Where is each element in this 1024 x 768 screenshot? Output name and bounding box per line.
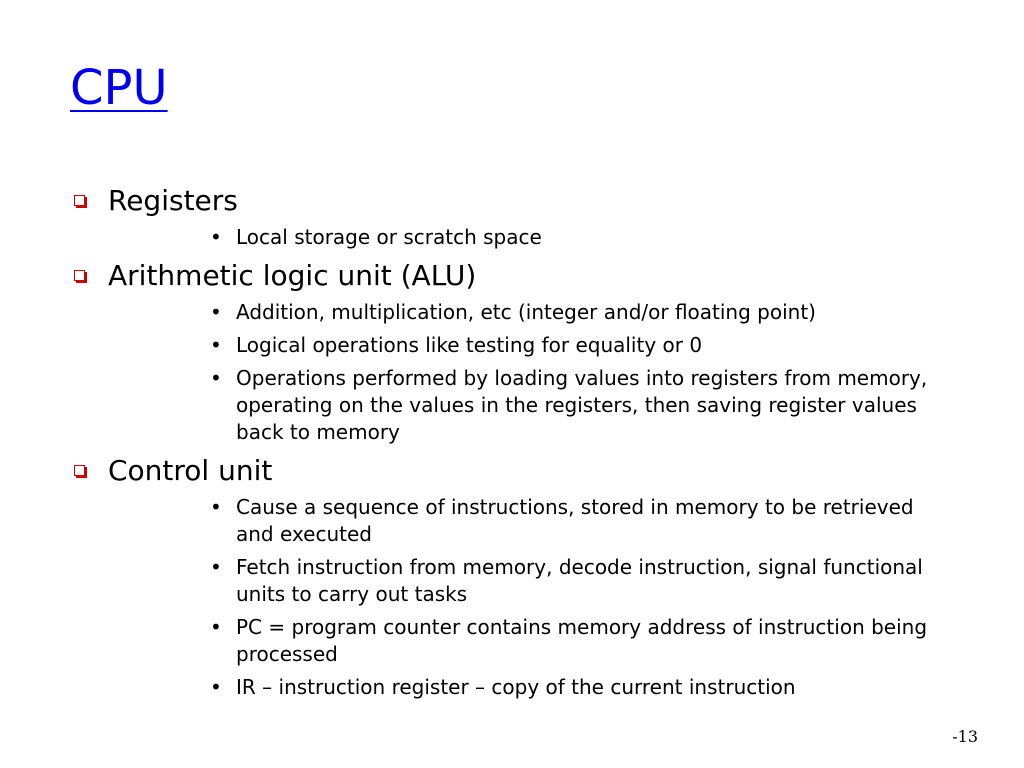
dot-bullet-icon: • bbox=[210, 675, 222, 699]
sub-bullet-text: Fetch instruction from memory, decode in… bbox=[236, 555, 923, 606]
sub-bullet-item: • Fetch instruction from memory, decode i… bbox=[198, 554, 936, 608]
page-number: -13 bbox=[952, 727, 978, 746]
sub-bullet-item: • Addition, multiplication, etc (integer … bbox=[198, 299, 936, 326]
dot-bullet-icon: • bbox=[210, 555, 222, 579]
dot-bullet-icon: • bbox=[210, 615, 222, 639]
dot-bullet-icon: • bbox=[210, 366, 222, 390]
sub-bullet-list: • Addition, multiplication, etc (integer … bbox=[108, 299, 970, 446]
bullet-heading: Arithmetic logic unit (ALU) bbox=[108, 259, 477, 292]
dot-bullet-icon: • bbox=[210, 333, 222, 357]
bullet-item-control-unit: Control unit • Cause a sequence of instru… bbox=[70, 452, 970, 701]
sub-bullet-item: • PC = program counter contains memory ad… bbox=[198, 614, 936, 668]
sub-bullet-item: • Cause a sequence of instructions, store… bbox=[198, 494, 936, 548]
sub-bullet-list: • Cause a sequence of instructions, store… bbox=[108, 494, 970, 701]
sub-bullet-list: • Local storage or scratch space bbox=[108, 224, 970, 251]
sub-bullet-item: • Operations performed by loading values … bbox=[198, 365, 936, 446]
sub-bullet-text: Cause a sequence of instructions, stored… bbox=[236, 495, 914, 546]
sub-bullet-text: PC = program counter contains memory add… bbox=[236, 615, 928, 666]
square-bullet-icon bbox=[74, 465, 85, 476]
sub-bullet-item: • Local storage or scratch space bbox=[198, 224, 936, 251]
slide-title: CPU bbox=[70, 60, 168, 116]
sub-bullet-text: Logical operations like testing for equa… bbox=[236, 333, 703, 357]
bullet-heading: Registers bbox=[108, 184, 238, 217]
sub-bullet-text: Operations performed by loading values i… bbox=[236, 366, 928, 444]
bullet-item-alu: Arithmetic logic unit (ALU) • Addition, m… bbox=[70, 257, 970, 446]
sub-bullet-item: • Logical operations like testing for equ… bbox=[198, 332, 936, 359]
bullet-item-registers: Registers • Local storage or scratch spac… bbox=[70, 182, 970, 251]
sub-bullet-text: Addition, multiplication, etc (integer a… bbox=[236, 300, 816, 324]
dot-bullet-icon: • bbox=[210, 495, 222, 519]
square-bullet-icon bbox=[74, 270, 85, 281]
bullet-heading: Control unit bbox=[108, 454, 273, 487]
sub-bullet-text: Local storage or scratch space bbox=[236, 225, 542, 249]
dot-bullet-icon: • bbox=[210, 225, 222, 249]
bullet-list: Registers • Local storage or scratch spac… bbox=[70, 182, 970, 707]
square-bullet-icon bbox=[74, 195, 85, 206]
sub-bullet-item: • IR – instruction register – copy of the… bbox=[198, 674, 936, 701]
dot-bullet-icon: • bbox=[210, 300, 222, 324]
sub-bullet-text: IR – instruction register – copy of the … bbox=[236, 675, 796, 699]
